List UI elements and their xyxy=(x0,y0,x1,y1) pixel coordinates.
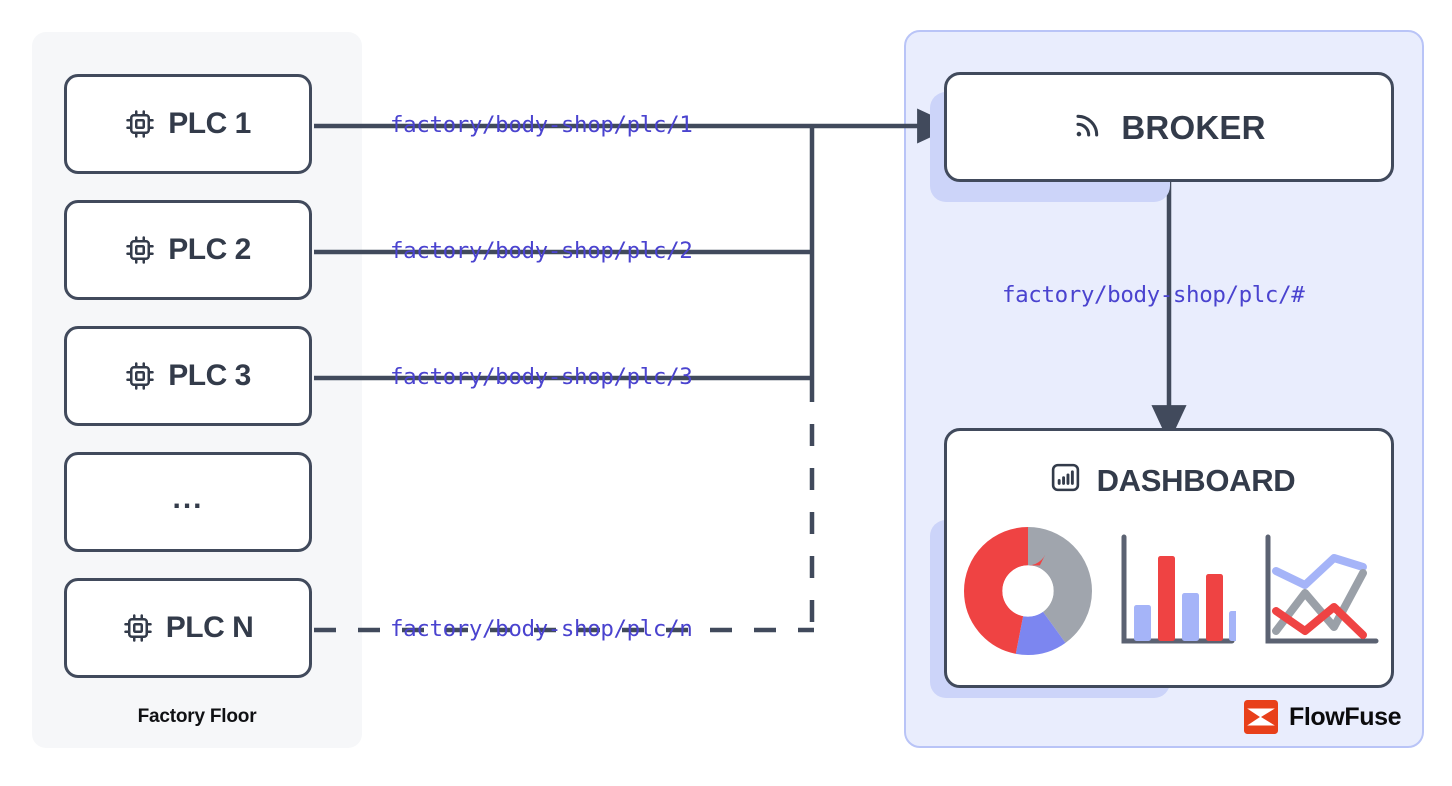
plc-box-3-content: PLC 3 xyxy=(125,361,251,391)
broker-card[interactable]: BROKER xyxy=(944,72,1394,182)
dashboard-card-wrap: DASHBOARD xyxy=(930,428,1394,698)
plc-box-n[interactable]: PLC N xyxy=(64,578,312,678)
broker-label: BROKER xyxy=(1121,108,1266,146)
plc-box-ellipsis-label: ... xyxy=(172,482,204,515)
topic-label-plc-n: factory/body-shop/plc/n xyxy=(390,616,693,642)
rss-signal-icon xyxy=(1072,109,1104,146)
donut-chart xyxy=(964,526,1092,660)
cpu-icon xyxy=(123,613,153,643)
plc-box-n-label: PLC N xyxy=(165,611,254,644)
plc-box-2[interactable]: PLC 2 xyxy=(64,200,312,300)
line-chart xyxy=(1260,531,1380,656)
cpu-icon xyxy=(125,235,155,265)
plc-box-ellipsis: ... xyxy=(64,452,312,552)
dashboard-card[interactable]: DASHBOARD xyxy=(944,428,1394,688)
dashboard-header: DASHBOARD xyxy=(947,461,1397,499)
plc-box-2-label: PLC 2 xyxy=(168,233,251,266)
topic-label-plc-1: factory/body-shop/plc/1 xyxy=(390,112,693,138)
cpu-icon xyxy=(125,361,155,391)
broker-card-wrap: BROKER xyxy=(930,72,1394,202)
plc-box-1-label: PLC 1 xyxy=(168,107,251,140)
flowfuse-wordmark: FlowFuse xyxy=(1289,702,1402,731)
plc-box-1-content: PLC 1 xyxy=(125,109,251,139)
plc-box-2-content: PLC 2 xyxy=(125,235,251,265)
factory-floor-label: Factory Floor xyxy=(137,706,257,727)
dashboard-charts xyxy=(947,523,1397,663)
broker-card-content: BROKER xyxy=(1072,109,1265,146)
flowfuse-branding: FlowFuse xyxy=(1244,700,1401,734)
plc-box-n-content: PLC N xyxy=(123,613,254,643)
flowfuse-logo-mark xyxy=(1244,700,1278,734)
cpu-icon xyxy=(125,109,155,139)
topic-label-plc-2: factory/body-shop/plc/2 xyxy=(390,238,693,264)
bar-chart-icon xyxy=(1049,461,1082,499)
topic-label-subscription: factory/body-shop/plc/# xyxy=(1002,282,1305,308)
bar-chart xyxy=(1116,531,1246,656)
plc-box-3-label: PLC 3 xyxy=(168,359,251,392)
plc-box-3[interactable]: PLC 3 xyxy=(64,326,312,426)
topic-label-plc-3: factory/body-shop/plc/3 xyxy=(390,364,693,390)
dashboard-label: DASHBOARD xyxy=(1096,462,1296,498)
plc-box-1[interactable]: PLC 1 xyxy=(64,74,312,174)
